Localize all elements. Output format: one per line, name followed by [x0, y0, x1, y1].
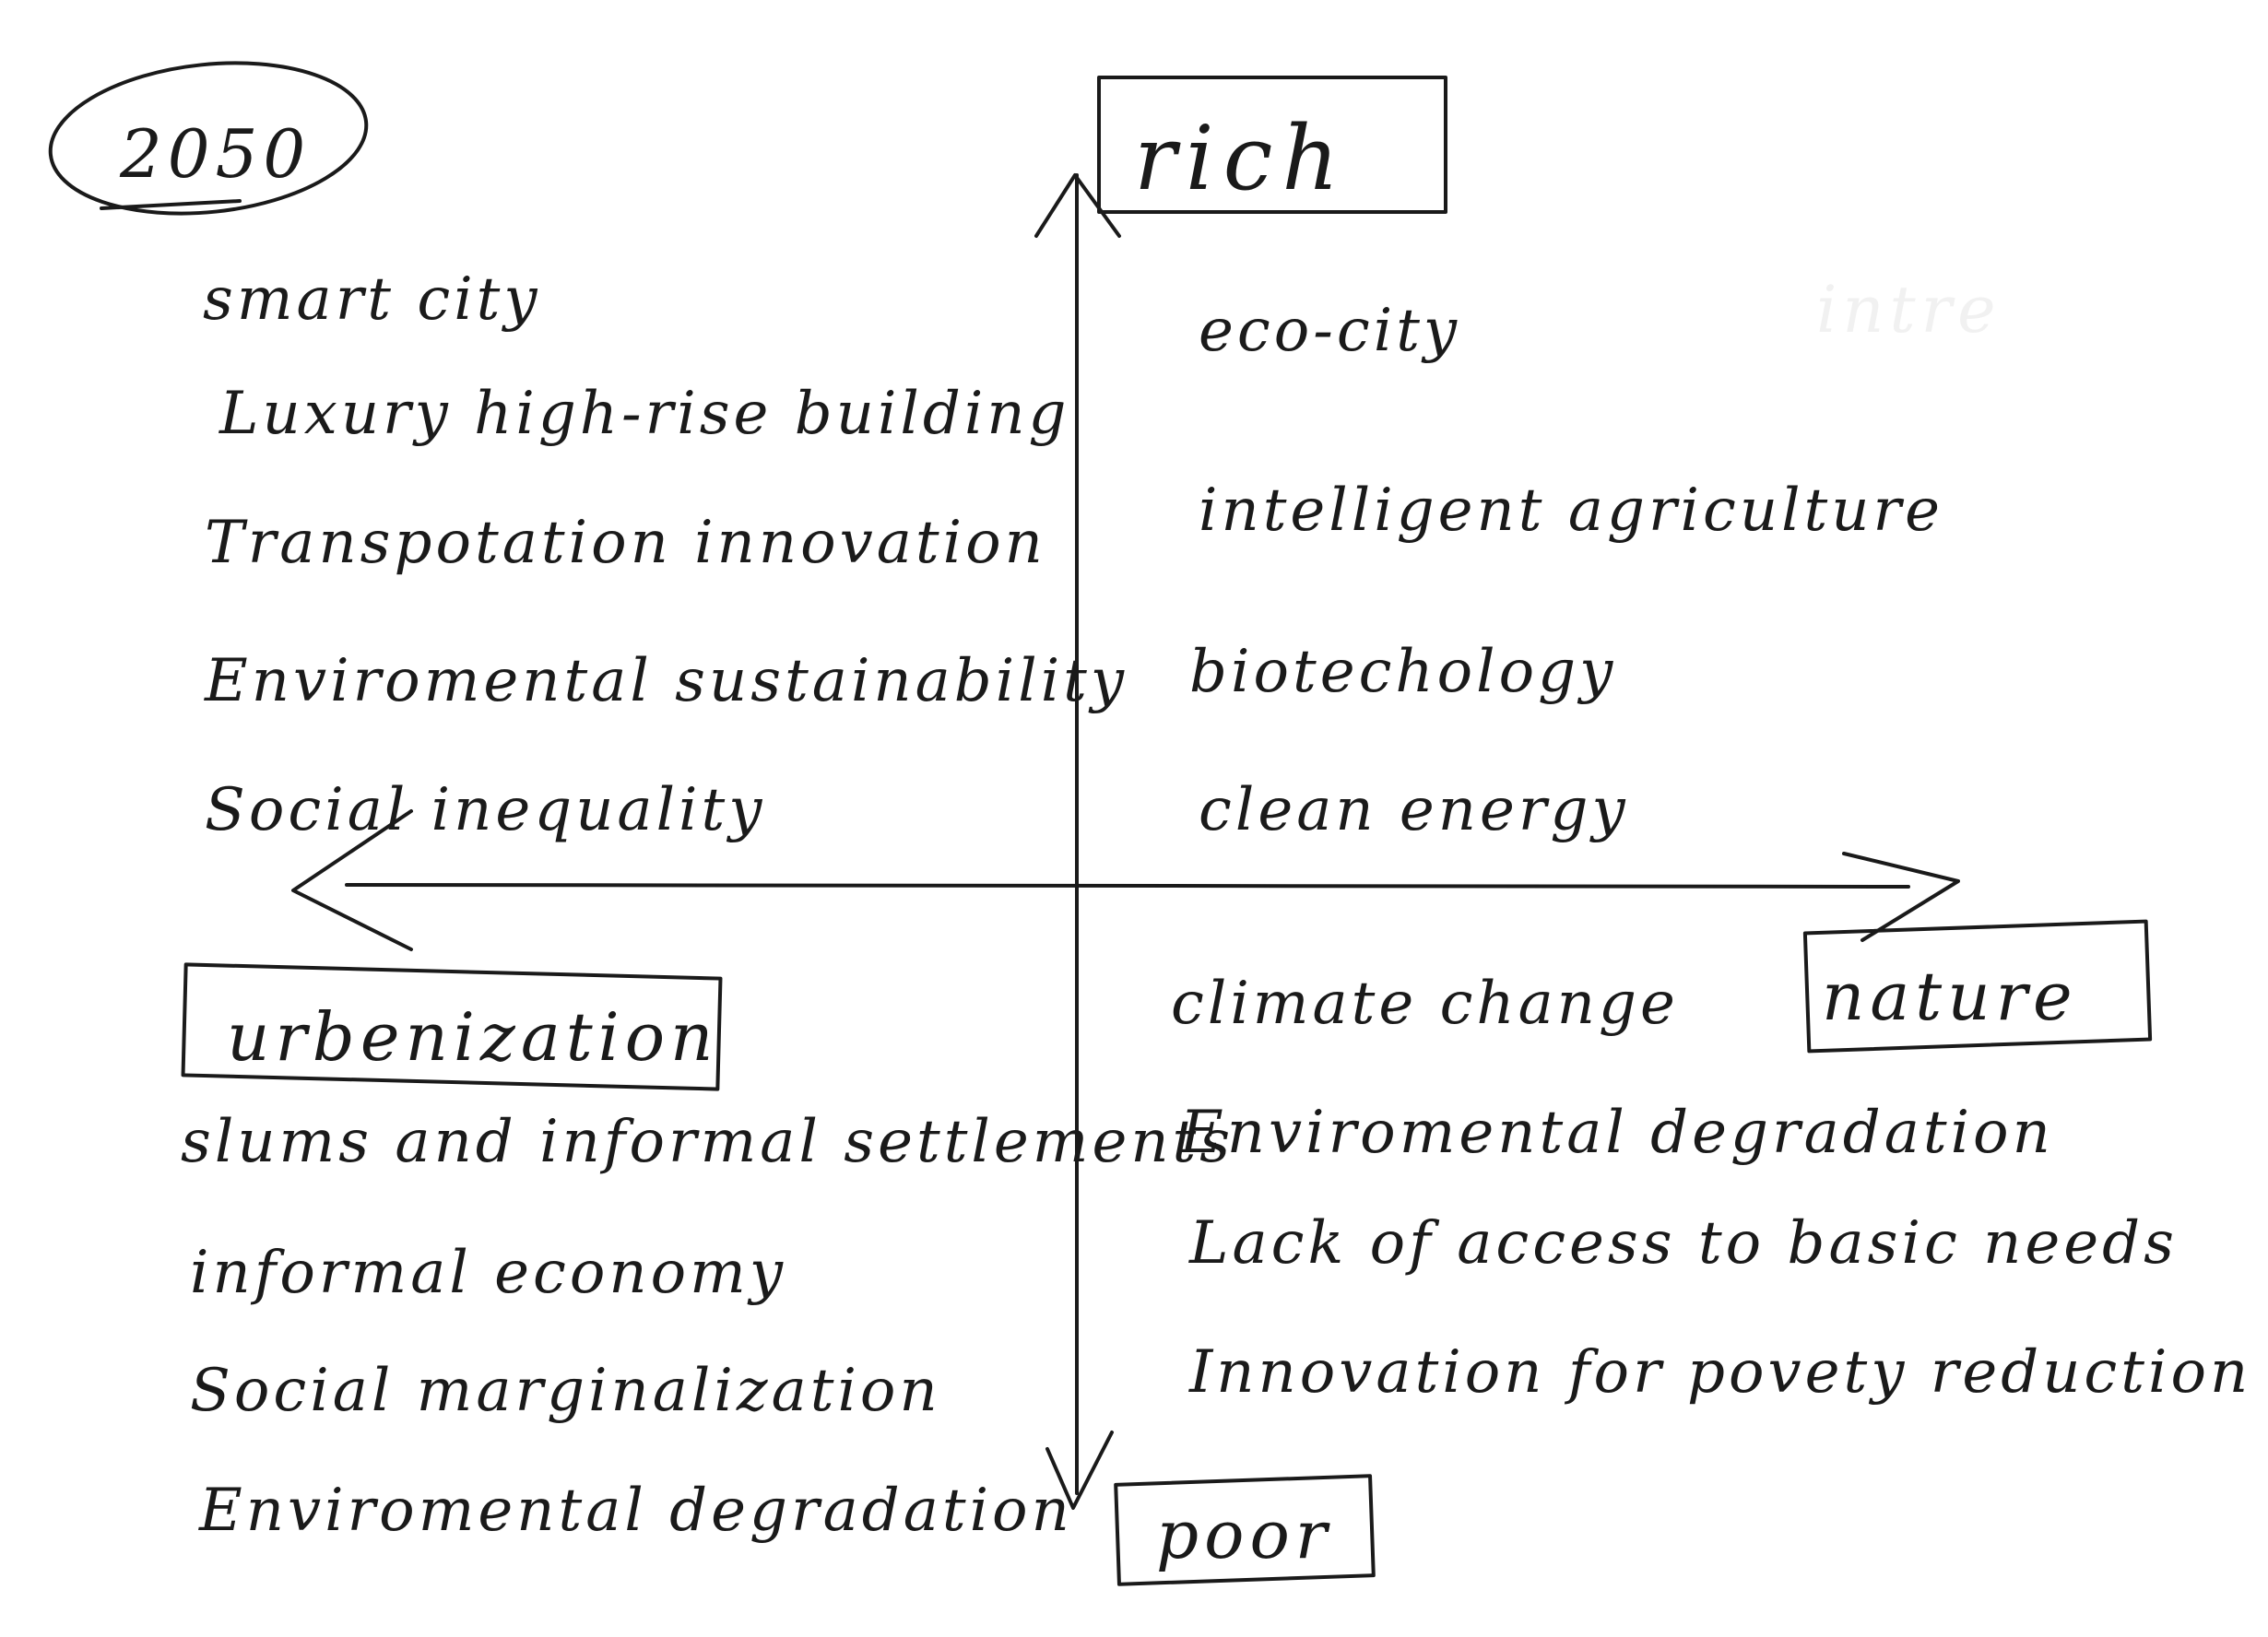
label-poor: poor: [1114, 1474, 1376, 1586]
list-item: eco-city: [1199, 297, 1460, 365]
horizontal-axis-line: [345, 883, 1910, 889]
quadrant-bottom-right: climate change Enviromental degradation …: [1171, 970, 2251, 1407]
list-item: Social inequality: [205, 776, 765, 844]
label-nature-text: nature: [1822, 958, 2078, 1035]
arrow-left-head: [291, 809, 413, 951]
label-rich-box: [1097, 76, 1447, 214]
arrow-down-head: [1045, 1431, 1114, 1510]
year-ellipse-tail: [100, 199, 242, 210]
horizontal-axis: [291, 809, 1960, 951]
list-item: clean energy: [1199, 776, 1629, 844]
year-label: 2050: [119, 115, 311, 193]
label-rich: rich: [1097, 76, 1447, 214]
label-poor-text: poor: [1156, 1496, 1332, 1573]
list-item: informal economy: [190, 1239, 786, 1307]
arrow-right-head: [1842, 852, 1960, 942]
label-poor-box: [1114, 1474, 1376, 1586]
label-urbenization-text: urbenization: [227, 998, 718, 1076]
quadrant-bottom-left: slums and informal settlements informal …: [181, 1108, 1234, 1545]
label-rich-text: rich: [1134, 107, 1348, 210]
list-item: Enviromental degradation: [198, 1477, 1073, 1545]
vertical-axis: [1034, 173, 1121, 1510]
list-item: Social marginalization: [190, 1357, 941, 1425]
label-nature-box: [1802, 919, 2153, 1054]
list-item: smart city: [203, 265, 541, 334]
list-item: Lack of access to basic needs: [1188, 1209, 2178, 1278]
list-item: Luxury high-rise building: [219, 380, 1070, 448]
label-nature: nature: [1802, 919, 2153, 1054]
list-item: slums and informal settlements: [181, 1108, 1234, 1176]
list-item: Enviromental degradation: [1179, 1099, 2054, 1167]
list-item: intelligent agriculture: [1199, 477, 1943, 545]
list-item: climate change: [1171, 970, 1679, 1038]
arrow-up-head: [1034, 173, 1121, 238]
list-item: Enviromental sustainability: [204, 647, 1128, 715]
quadrant-top-left: smart city Luxury high-rise building Tra…: [203, 265, 1128, 844]
list-item: Transpotation innovation: [205, 509, 1046, 577]
list-item: Innovation for povety reduction: [1188, 1338, 2251, 1407]
faint-text: intre: [1816, 272, 2002, 347]
quadrant-top-right: eco-city intelligent agriculture biotech…: [1189, 297, 1943, 844]
label-urbenization: urbenization: [181, 962, 723, 1091]
list-item: biotechology: [1189, 638, 1616, 706]
year-ellipse: [48, 61, 369, 216]
year-badge: 2050: [48, 61, 369, 216]
label-urbenization-box: [181, 962, 723, 1091]
